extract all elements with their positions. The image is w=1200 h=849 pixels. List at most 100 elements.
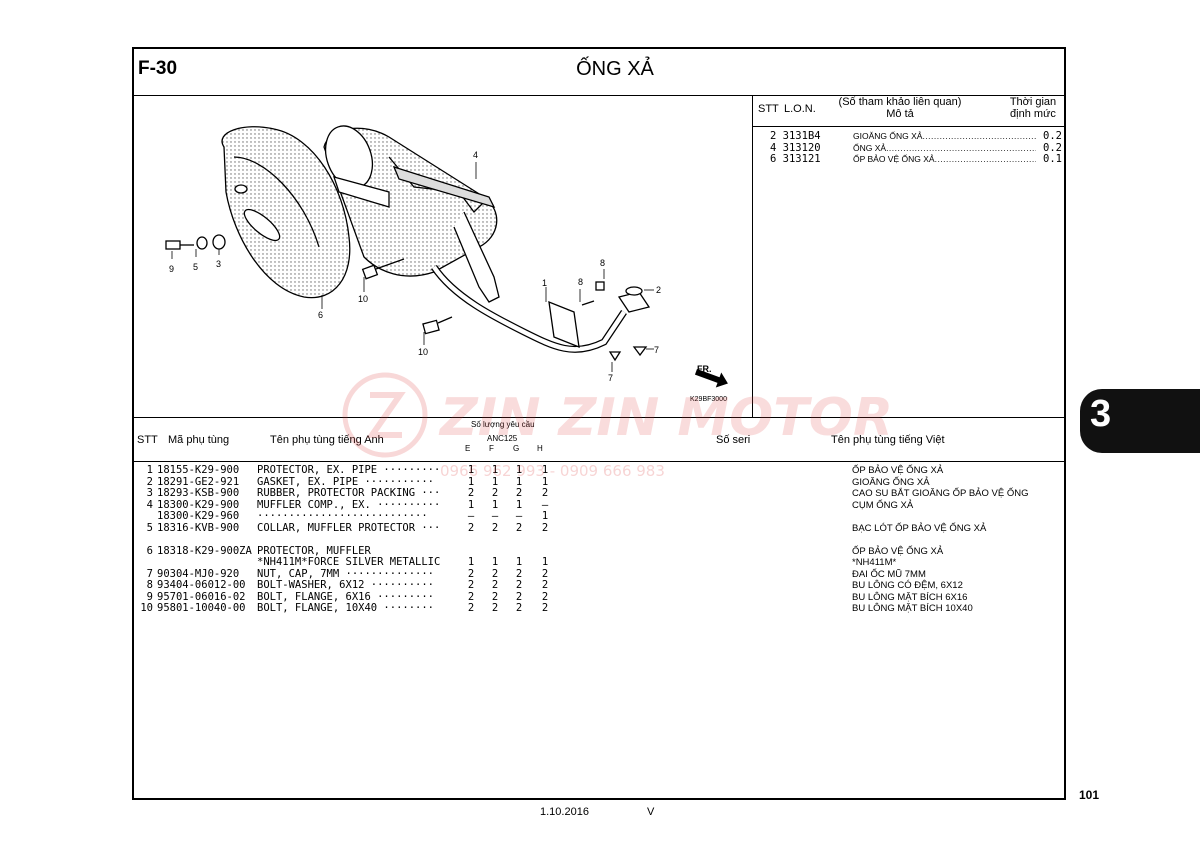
qty-h: 2 [541,521,549,534]
table-row: 10 [140,602,153,614]
qty-g: 2 [515,521,523,534]
part-name-en: PROTECTOR, MUFFLER [257,544,371,557]
table-row: 6 [146,544,153,557]
part-name-en: NUT, CAP, 7MM ·············· [257,567,435,580]
part-number: 18155-K29-900 [157,464,240,476]
chapter-tab: 3 [1080,389,1200,453]
footer-date: 1.10.2016 [540,806,589,818]
qty-f: 1 [491,498,499,511]
table-row: 4 [146,498,153,511]
qty-e: 1 [467,498,475,511]
part-name-vn: ĐAI ỐC MŨ 7MM [852,568,926,580]
ref-row-2: 4 313120 [770,141,821,155]
part-number: 18293-KSB-900 [157,487,240,499]
ref-stt: 2 [770,130,777,142]
qty-h: 2 [541,590,549,603]
nut-7-shape [608,351,622,362]
exploded-diagram [165,125,728,388]
qty-e-column: 1 1 2 1 – 2 1 2 2 2 2 [466,464,476,615]
table-row: 9 [146,590,153,603]
part-number [157,534,252,546]
qty-e: 2 [467,521,475,534]
part-name-vn [852,511,1029,523]
parts-col-model: ANC125 [487,434,518,443]
part-name-en: *NH411M*FORCE SILVER METALLIC [257,556,441,568]
part-name-vn [852,534,1029,546]
callout-4: 4 [473,150,479,160]
callout-8-lower: 8 [578,277,584,287]
front-arrow-icon [694,369,728,388]
qty-g: 2 [515,579,523,591]
parts-col-qty-title: Số lượng yêu cầu [471,420,535,429]
qty-e: 2 [467,579,475,591]
qty-h: – [541,498,549,511]
part-name-en: PROTECTOR, EX. PIPE ········· [257,465,441,476]
section-code: F-30 [138,58,178,79]
ref-row-1: 2 3131B4 [770,130,821,143]
ref-col-time-2: định mức [1010,108,1056,120]
ref-col-time-1: Thời gian [1009,96,1057,108]
ref-time-column: 0.2 0.2 0.1 [1043,130,1062,166]
ref-table-divider [752,95,753,417]
qty-h-column: 1 1 2 – 1 2 1 2 2 2 2 [540,464,550,615]
parts-col-qty-e: E [465,444,471,453]
qty-g: 2 [515,567,523,580]
qty-e: 1 [467,475,475,488]
table-row [137,511,153,523]
part-name-en [257,534,452,546]
part-name-vn: ỐP BẢO VỆ ỐNG XẢ [852,465,944,476]
callout-2: 2 [656,285,662,295]
footer-version: V [647,806,655,818]
part-number: 93404-06012-00 [157,579,246,591]
watermark-phone: 0966 962 993 - 0909 666 983 [440,462,665,480]
part-number: 18300-K29-900 [157,498,240,511]
part-name-en: BOLT, FLANGE, 10X40 ········ [257,602,435,614]
bolt-8-shape [581,300,595,306]
part-name-vn: BU LÔNG CÓ ĐỆM, 6X12 [852,580,963,591]
parts-col-name-vn: Tên phụ tùng tiếng Việt [831,434,945,446]
part-name-vn: BU LÔNG MẶT BÍCH 6X16 [852,591,968,603]
table-row: 2 [146,475,153,488]
part-name-vn: CAO SU BẮT GIOĂNG ỐP BẢO VỆ ỐNG [852,488,1029,499]
part-number: 95801-10040-00 [157,602,246,614]
table-row: 5 [146,521,153,534]
ref-time: 0.1 [1043,153,1062,165]
qty-f: 2 [491,521,499,534]
qty-f: 1 [491,475,499,488]
page-number: 101 [1079,788,1100,802]
qty-e: 1 [467,464,475,476]
parts-col-qty-g: G [513,444,520,453]
rubber-3-shape [212,234,226,250]
page-title: ỐNG XẢ [576,58,654,80]
ref-col-desc-2: Mô tả [886,108,914,120]
part-number: 18300-K29-960 [157,510,240,522]
ref-desc: ỐP BẢO VỆ ỐNG XẢ [853,154,935,164]
bolt-10-lower-shape [422,319,440,335]
qty-f [490,534,500,546]
qty-f: 2 [491,487,499,499]
callout-5: 5 [193,262,199,272]
qty-e: – [467,510,475,522]
ref-lon: 3131B4 [782,130,821,142]
parts-name-vn-column: ỐP BẢO VỆ ỐNG XẢ GIOĂNG ỐNG XẢ CAO SU BẮ… [852,465,1029,615]
ref-lon: 313121 [782,153,821,165]
ref-col-desc-1: (Số tham khảo liên quan) [838,96,962,108]
ref-stt: 4 [770,141,777,154]
title-rule [132,95,1066,96]
part-name-vn: CỤM ỐNG XẢ [852,499,914,511]
ref-header-rule [752,126,1066,127]
qty-f: 2 [491,590,499,603]
qty-h: 1 [541,464,549,476]
parts-stt-column: 1 2 3 4 5 6 7 8 9 10 [137,464,153,615]
collar-5-shape [196,236,208,250]
parts-part-no-column: 18155-K29-900 18291-GE2-921 18293-KSB-90… [157,464,252,615]
diagram-code: K29BF3000 [690,396,727,403]
qty-g: 2 [515,590,523,603]
watermark-logo-icon [342,372,428,458]
qty-f: – [491,510,499,522]
qty-e: 2 [467,567,475,580]
part-name-vn: *NH411M* [852,557,897,568]
qty-e: 1 [467,556,475,568]
qty-h: 1 [541,475,549,488]
parts-col-name-en: Tên phụ tùng tiếng Anh [270,434,384,446]
